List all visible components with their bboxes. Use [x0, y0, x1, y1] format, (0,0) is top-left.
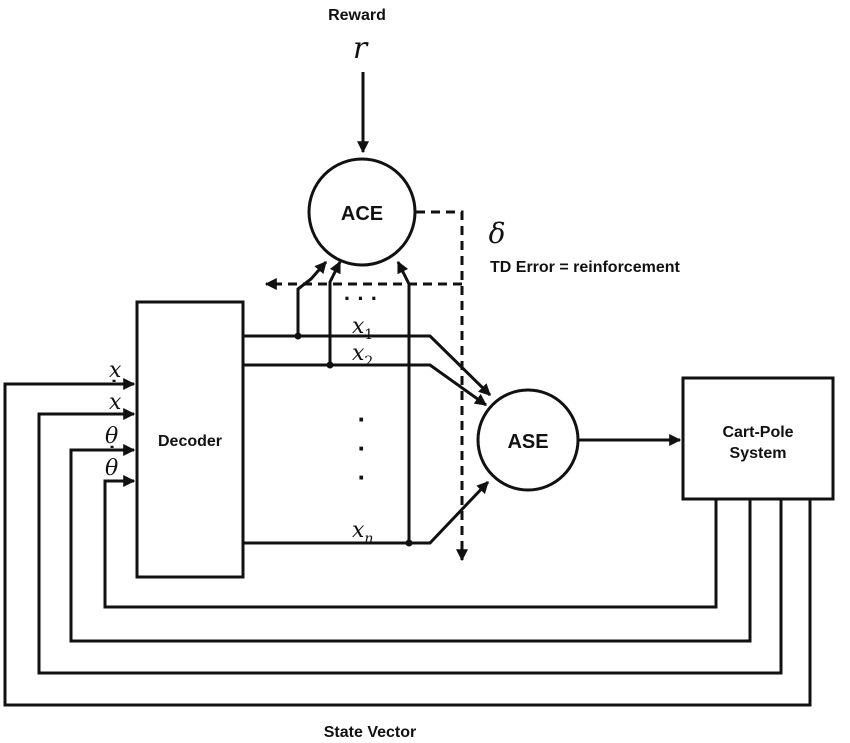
tap-dot-xn — [405, 539, 413, 547]
input-accent-theta-dot: ˙ — [108, 442, 115, 467]
ace-node — [307, 157, 417, 267]
ellipsis-vertical-1: · — [358, 404, 367, 434]
cart-pole-box — [681, 376, 835, 501]
feedback-theta — [69, 444, 752, 643]
feedback-x — [3, 378, 812, 707]
feature-label-x2: x2 — [352, 341, 373, 370]
state-vector-label: State Vector — [324, 724, 416, 741]
td-error-line — [416, 210, 468, 562]
reward-label: Reward — [328, 7, 386, 24]
ellipsis-vertical-2: · — [358, 433, 367, 463]
feature-label-x1: x1 — [352, 314, 373, 343]
feature-label-xn: xn — [352, 518, 373, 547]
feature-line-xn — [243, 480, 490, 545]
decoder-label: Decoder — [158, 433, 222, 450]
tap-xn-to-ace — [396, 260, 411, 543]
input-label-x: x — [109, 358, 122, 383]
feedback-x-dot — [37, 408, 783, 675]
input-label-x-dot: x — [109, 390, 122, 415]
ellipsis-horizontal: · · · — [344, 286, 378, 311]
td-label: TD Error = reinforcement — [490, 259, 681, 276]
td-symbol: δ — [489, 217, 506, 250]
feature-line-x2 — [243, 363, 487, 407]
reward-symbol: r — [353, 31, 369, 66]
tap-x2-to-ace — [328, 260, 342, 365]
feature-line-x1 — [243, 334, 492, 397]
ace-label: ACE — [341, 203, 383, 225]
cart-pole-label-line2: System — [730, 445, 787, 462]
cart-pole-label-line1: Cart-Pole — [722, 424, 793, 441]
feedback-theta-dot — [103, 475, 718, 609]
ellipsis-vertical-3: · — [358, 462, 367, 492]
input-label-theta-dot: θ — [105, 456, 118, 481]
decoder-box — [135, 300, 245, 579]
tap-x1-to-ace — [296, 261, 328, 336]
tap-dot-x1 — [294, 332, 302, 340]
input-label-theta: θ — [105, 424, 118, 449]
tap-dot-x2 — [326, 361, 334, 369]
input-accent-x-dot: ˙ — [110, 376, 117, 401]
ase-label: ASE — [507, 431, 548, 453]
